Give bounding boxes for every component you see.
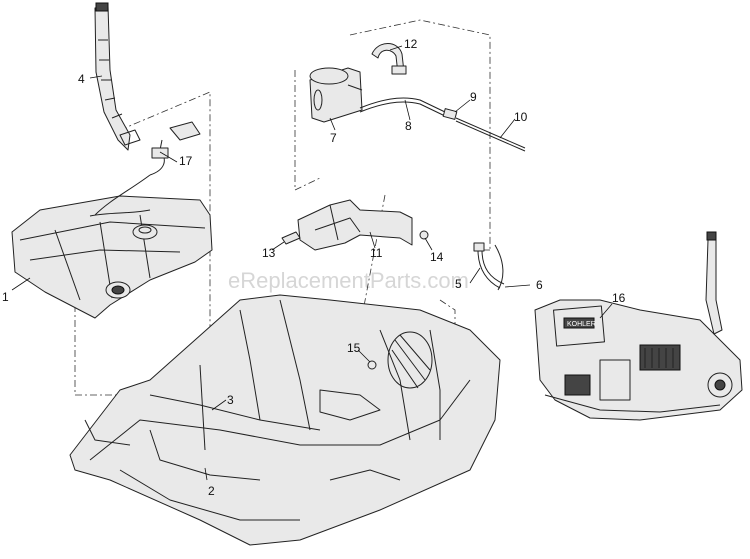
bracket-bolt bbox=[281, 231, 301, 245]
canister-mounting-bracket bbox=[297, 199, 413, 251]
callout-1: 1 bbox=[2, 290, 9, 304]
callout-14: 14 bbox=[430, 250, 444, 264]
callout-7: 7 bbox=[330, 131, 337, 145]
canister-hose bbox=[359, 97, 446, 117]
callout-15: 15 bbox=[347, 341, 361, 355]
charcoal-canister bbox=[309, 67, 363, 123]
callout-13: 13 bbox=[262, 246, 276, 260]
callout-4: 4 bbox=[78, 72, 85, 86]
watermark-text: eReplacementParts.com bbox=[228, 268, 469, 293]
tank-sender-port bbox=[132, 224, 158, 240]
callout-10: 10 bbox=[514, 110, 528, 124]
hose-fitting bbox=[442, 108, 458, 120]
vent-tube bbox=[455, 117, 526, 152]
callout-leaders bbox=[11, 45, 613, 481]
fuel-tank bbox=[11, 195, 213, 319]
callout-6: 6 bbox=[536, 278, 543, 292]
fuel-line-assembly bbox=[473, 242, 505, 291]
filler-neck-hose bbox=[94, 2, 131, 151]
bracket-nut bbox=[419, 230, 429, 240]
callout-17: 17 bbox=[179, 154, 193, 168]
callout-labels: 1 2 3 4 5 6 7 8 9 10 11 12 13 14 15 16 1… bbox=[2, 37, 626, 498]
callout-12: 12 bbox=[404, 37, 418, 51]
callout-2: 2 bbox=[208, 484, 215, 498]
callout-9: 9 bbox=[470, 90, 477, 104]
callout-3: 3 bbox=[227, 393, 234, 407]
vehicle-chassis-frame bbox=[69, 294, 501, 546]
canister-clamp bbox=[371, 43, 407, 75]
callout-8: 8 bbox=[405, 119, 412, 133]
callout-11: 11 bbox=[370, 246, 383, 260]
engine-brand-badge: KOHLER bbox=[567, 321, 596, 328]
frame-fastener bbox=[367, 360, 377, 370]
tank-vent-line bbox=[94, 121, 201, 216]
callout-16: 16 bbox=[612, 291, 626, 305]
engine-assembly: KOHLER bbox=[534, 231, 743, 421]
callout-5: 5 bbox=[455, 277, 462, 291]
